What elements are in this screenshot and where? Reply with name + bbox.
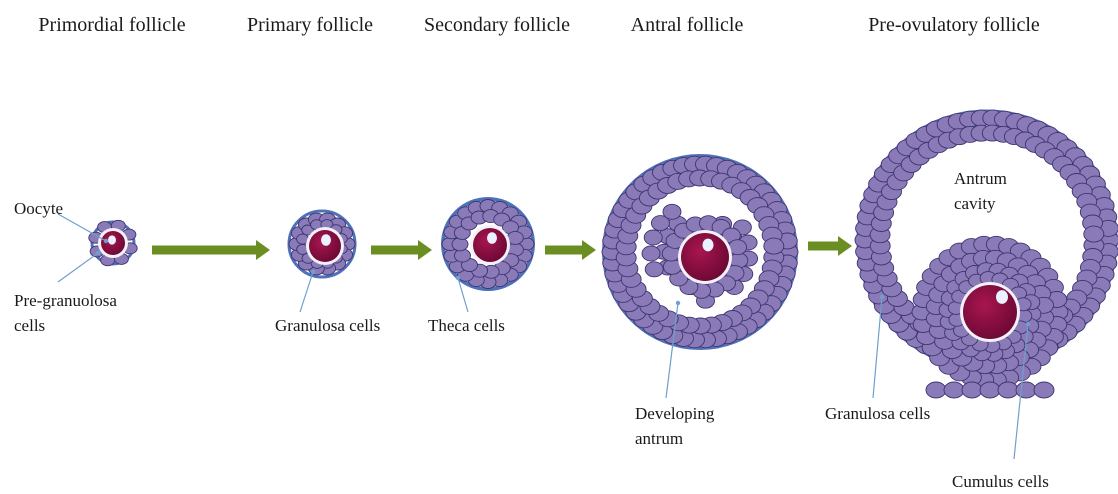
- pointer-granulosa-primary-tip: [311, 270, 315, 274]
- pointer-pre-granulosa-tip: [96, 251, 100, 255]
- pointer-oocyte-tip: [104, 239, 108, 243]
- primordial-oocyte-nucleus: [108, 235, 116, 244]
- cumulus-base-cell: [926, 382, 946, 398]
- secondary-inner-cell: [455, 249, 471, 262]
- cumulus-base-cell: [962, 382, 982, 398]
- stage-title-secondary: Secondary follicle: [424, 14, 570, 36]
- label-developing-antrum-line1: Developing: [635, 404, 715, 423]
- arrow-antral-to-preovulatory-head: [838, 236, 852, 256]
- cumulus-base-cell: [944, 382, 964, 398]
- label-granulosa-cells-preovulatory: Granulosa cells: [825, 404, 930, 423]
- label-pre-granulosa-line1: Pre-granuolosa: [14, 291, 117, 310]
- cumulus-base-cell: [998, 382, 1018, 398]
- arrow-secondary-to-antral: [545, 246, 584, 255]
- antral-oocyte-nucleus: [703, 239, 714, 252]
- antral-inner-cell: [645, 262, 663, 277]
- antral-second-cell: [764, 238, 784, 254]
- arrow-secondary-to-antral-head: [582, 240, 596, 260]
- label-oocyte: Oocyte: [14, 199, 63, 218]
- preovulatory-granulosa-cell: [1084, 226, 1104, 242]
- label-pre-granulosa-line2: cells: [14, 316, 45, 335]
- pointer-pre-granulosa: [58, 253, 98, 282]
- preovulatory-oocyte: [963, 285, 1017, 339]
- arrow-primary-to-secondary-head: [418, 240, 432, 260]
- preovulatory-oocyte-nucleus: [996, 290, 1008, 304]
- label-developing-antrum-line2: antrum: [635, 429, 683, 448]
- cumulus-base-cell: [980, 382, 1000, 398]
- antral-inner-cell: [663, 204, 681, 219]
- label-theca-cells: Theca cells: [428, 316, 505, 335]
- secondary-oocyte-nucleus: [487, 232, 497, 244]
- cumulus-base-cell: [1034, 382, 1054, 398]
- primary-oocyte-nucleus: [321, 234, 331, 246]
- arrow-antral-to-preovulatory: [808, 242, 840, 251]
- stage-title-primary: Primary follicle: [247, 14, 373, 36]
- label-granulosa-cells-primary: Granulosa cells: [275, 316, 380, 335]
- label-cumulus-cells: Cumulus cells: [952, 472, 1049, 491]
- arrow-primordial-to-primary: [152, 246, 258, 255]
- stage-title-primordial: Primordial follicle: [38, 14, 185, 36]
- antral-inner-cell: [642, 246, 660, 261]
- antral-inner-cell: [644, 230, 662, 245]
- pointer-developing-antrum-tip: [676, 301, 680, 305]
- secondary-inner-cell: [452, 238, 468, 251]
- label-antrum-cavity-line1: Antrum: [954, 169, 1007, 188]
- label-antrum-cavity-line2: cavity: [954, 194, 996, 213]
- arrow-primary-to-secondary: [371, 246, 420, 255]
- cumulus-base-cell: [1016, 382, 1036, 398]
- stage-title-antral: Antral follicle: [631, 14, 744, 36]
- pointer-granulosa-preovulatory-tip: [880, 295, 884, 299]
- arrow-primordial-to-primary-head: [256, 240, 270, 260]
- stage-title-preovulatory: Pre-ovulatory follicle: [868, 14, 1040, 36]
- pointer-granulosa-primary: [300, 272, 313, 312]
- pointer-theca-tip: [456, 276, 460, 280]
- pointer-cumulus-tip: [1026, 322, 1030, 326]
